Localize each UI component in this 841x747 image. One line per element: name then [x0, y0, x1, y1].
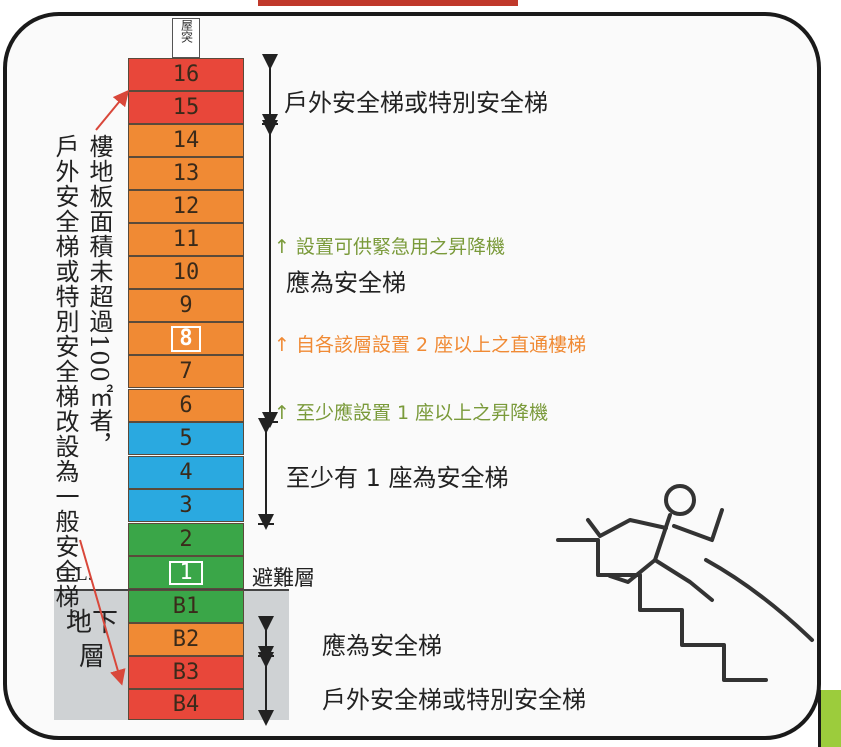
rooftop-label: 屋突 [179, 19, 194, 43]
floor-15: 15 [128, 91, 244, 124]
refuge-floor-label: 避難層 [252, 566, 315, 590]
floor-label: B3 [172, 660, 200, 685]
floor-label: B4 [172, 692, 200, 717]
floor-label: B1 [172, 594, 200, 619]
pointer-arrow-b3 [79, 539, 126, 686]
floor-label: 15 [172, 95, 200, 120]
floor-1: 1 [128, 556, 244, 589]
floor-label: B2 [172, 627, 200, 652]
floor-b3: B3 [128, 656, 244, 689]
corner-tab [818, 690, 841, 747]
floor-9: 9 [128, 289, 244, 322]
floor-b2: B2 [128, 623, 244, 656]
floor-label: 5 [179, 426, 193, 451]
label-b3-b4: 戶外安全梯或特別安全梯 [322, 686, 586, 714]
label-b2: 應為安全梯 [322, 632, 442, 660]
floor-label: 11 [172, 227, 200, 252]
label-f6-14: 應為安全梯 [286, 269, 406, 297]
basement-label: 地下層 [65, 608, 118, 672]
floor-6: 6 [128, 389, 244, 422]
note-elevator-6: ↑ 至少應設置 1 座以上之昇降機 [274, 402, 549, 424]
floor-8: 8 [128, 322, 244, 355]
floor-7: 7 [128, 355, 244, 388]
floor-label: 7 [179, 359, 193, 384]
floor-14: 14 [128, 124, 244, 157]
note-stairs-8: ↑ 自各該層設置 2 座以上之直通樓梯 [274, 334, 587, 356]
floor-11: 11 [128, 223, 244, 256]
floor-label: 10 [172, 260, 200, 285]
floor-13: 13 [128, 157, 244, 190]
floor-3: 3 [128, 489, 244, 522]
gl-label: G.L. [56, 563, 93, 585]
floor-10: 10 [128, 256, 244, 289]
floor-label: 9 [179, 293, 193, 318]
left-note-col2: 戶外安全梯或特別安全梯改設為一般安全梯。 [51, 134, 79, 634]
pointer-arrow-15 [95, 89, 130, 131]
floor-label: 4 [179, 460, 193, 485]
floor-b4: B4 [128, 689, 244, 720]
floor-label: 14 [172, 128, 200, 153]
floor-label: 2 [179, 527, 193, 552]
top-accent-bar [258, 0, 518, 6]
floor-label: 8 [171, 325, 201, 352]
floor-4: 4 [128, 456, 244, 489]
floor-label: 16 [172, 62, 200, 87]
rooftop-box: 屋突 [172, 18, 200, 58]
left-note-col1: 樓地板面積未超過100㎡者， [85, 134, 113, 458]
floor-5: 5 [128, 422, 244, 455]
label-f15-16: 戶外安全梯或特別安全梯 [284, 89, 548, 117]
label-f3-5: 至少有 1 座為安全梯 [286, 464, 509, 492]
floor-12: 12 [128, 190, 244, 223]
floor-label: 1 [169, 560, 203, 585]
floor-label: 13 [172, 161, 200, 186]
floor-b1: B1 [128, 590, 244, 623]
floor-2: 2 [128, 523, 244, 556]
floor-label: 6 [179, 393, 193, 418]
floor-label: 12 [172, 194, 200, 219]
runner-figure-icon [556, 484, 814, 682]
floor-label: 3 [179, 493, 193, 518]
floor-16: 16 [128, 58, 244, 91]
note-elevator-11: ↑ 設置可供緊急用之昇降機 [274, 236, 505, 258]
